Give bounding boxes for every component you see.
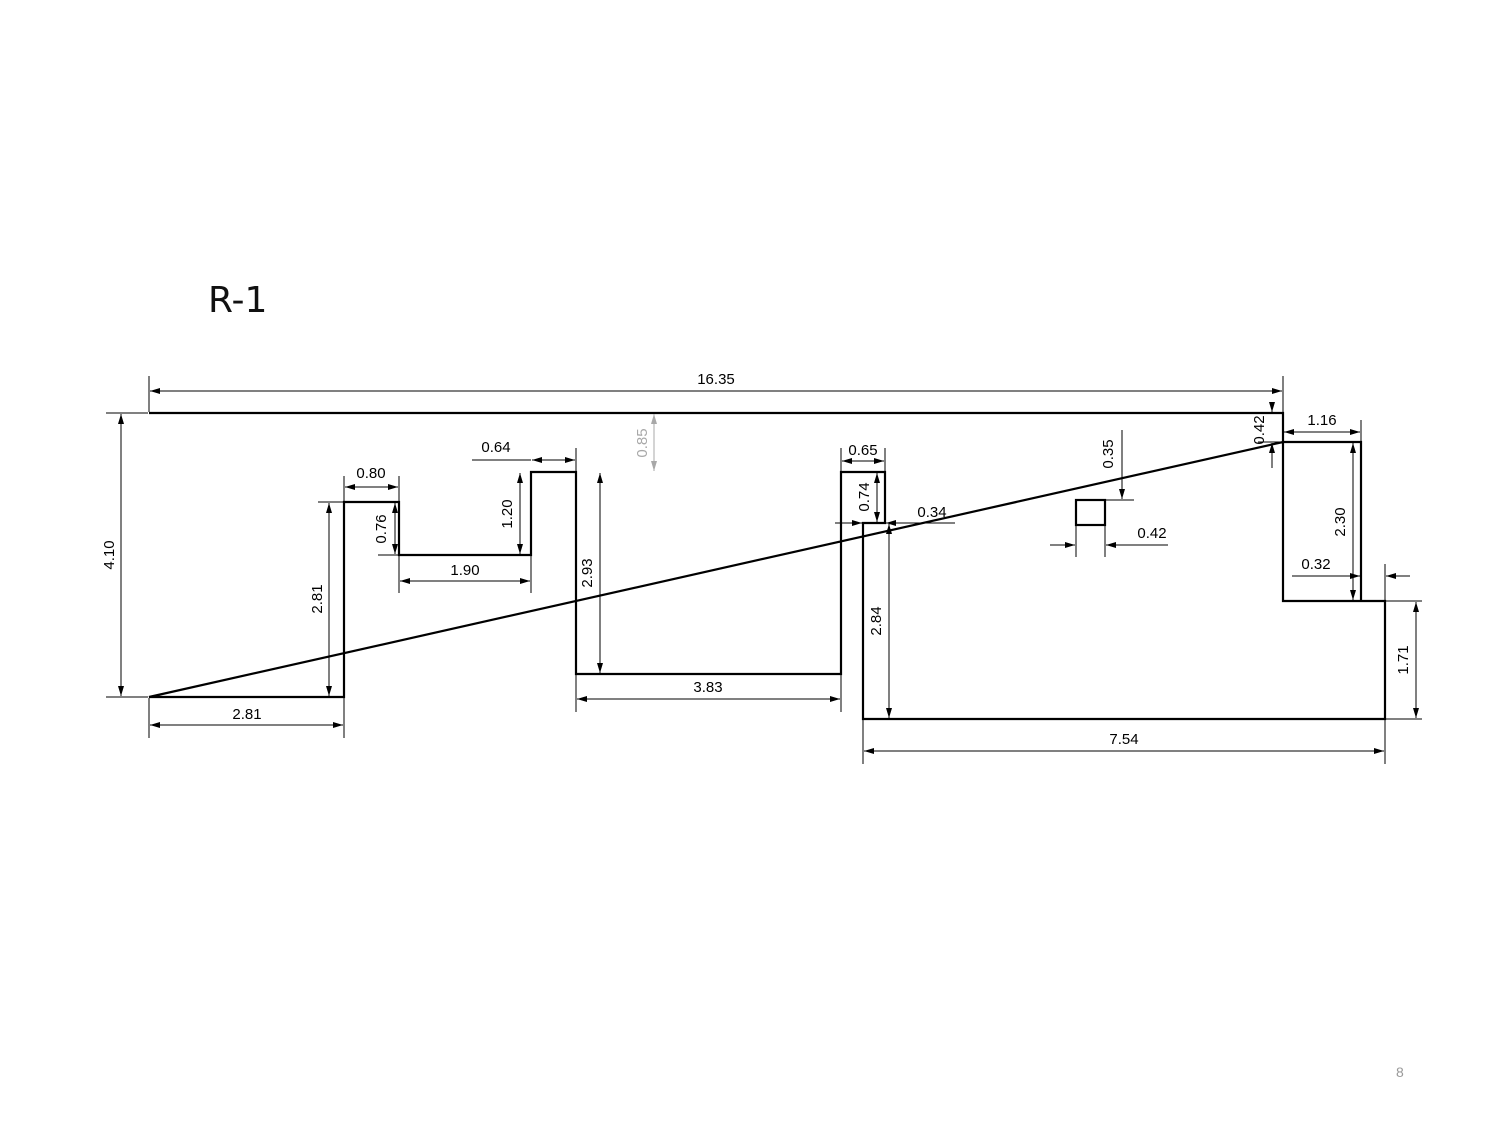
dim-mid-wall-width: 0.65 xyxy=(840,442,886,471)
dim-label: 0.80 xyxy=(356,465,385,482)
dim-left-bottom-width: 2.81 xyxy=(148,698,345,738)
dim-notch-width: 0.80 xyxy=(343,465,400,501)
dim-overall-width: 16.35 xyxy=(148,371,1284,412)
dim-small-gap-top: 0.64 xyxy=(472,439,577,471)
column-square xyxy=(1074,498,1107,527)
dim-right-notch-top: 0.42 xyxy=(1251,402,1282,468)
dim-label: 0.76 xyxy=(373,514,390,543)
dim-label: 16.35 xyxy=(697,371,735,388)
dim-label: 2.81 xyxy=(232,706,261,723)
dim-left-height: 4.10 xyxy=(101,412,148,698)
dim-right-notch-bottom: 0.32 xyxy=(1292,556,1410,600)
dim-label: 1.16 xyxy=(1307,412,1336,429)
dim-label: 2.84 xyxy=(868,606,885,635)
dim-label: 3.83 xyxy=(693,679,722,696)
dim-step-rise: 1.20 xyxy=(499,473,523,554)
dim-label: 1.20 xyxy=(499,499,516,528)
dim-label: 2.30 xyxy=(1332,507,1349,536)
dim-lower-ledge-width: 1.90 xyxy=(398,556,532,593)
dim-label: 0.35 xyxy=(1100,439,1117,468)
dim-label: 1.71 xyxy=(1395,645,1412,674)
page-number: 8 xyxy=(1396,1064,1404,1080)
slide-title: R-1 xyxy=(208,280,268,321)
dim-left-step-height: 2.81 xyxy=(309,501,343,696)
dim-right-bottom-width: 7.54 xyxy=(862,720,1386,764)
dim-label: 1.90 xyxy=(450,562,479,579)
dim-label: 2.81 xyxy=(309,584,326,613)
dim-label: 0.64 xyxy=(481,439,510,456)
dim-label: 7.54 xyxy=(1109,731,1138,748)
dim-label: 0.65 xyxy=(848,442,877,459)
dim-top-offset: 0.85 xyxy=(634,414,657,471)
dim-column-size: 0.42 xyxy=(1050,525,1168,557)
dim-label: 0.85 xyxy=(634,428,651,457)
dim-right-end-height: 1.71 xyxy=(1386,600,1422,720)
dim-right-depth: 2.84 xyxy=(868,524,892,718)
dim-label: 0.32 xyxy=(1301,556,1330,573)
dim-label: 0.42 xyxy=(1251,415,1268,444)
dim-mid-step-height: 0.74 xyxy=(856,473,880,522)
dim-bay-width: 3.83 xyxy=(575,675,842,712)
dim-label: 2.93 xyxy=(579,558,596,587)
dim-label: 0.34 xyxy=(917,504,946,521)
room-outline xyxy=(148,411,1387,721)
dim-bay-depth: 2.93 xyxy=(579,473,603,673)
dim-label: 4.10 xyxy=(101,540,118,569)
dim-label: 0.42 xyxy=(1137,525,1166,542)
right-notch-outline xyxy=(1283,440,1363,601)
dim-mid-offset: 0.34 xyxy=(835,504,955,526)
dim-column-offset-top: 0.35 xyxy=(1100,430,1134,501)
dim-notch-height: 0.76 xyxy=(373,503,458,556)
dim-label: 0.74 xyxy=(856,482,873,511)
dim-right-notch-width: 1.16 xyxy=(1284,412,1362,441)
